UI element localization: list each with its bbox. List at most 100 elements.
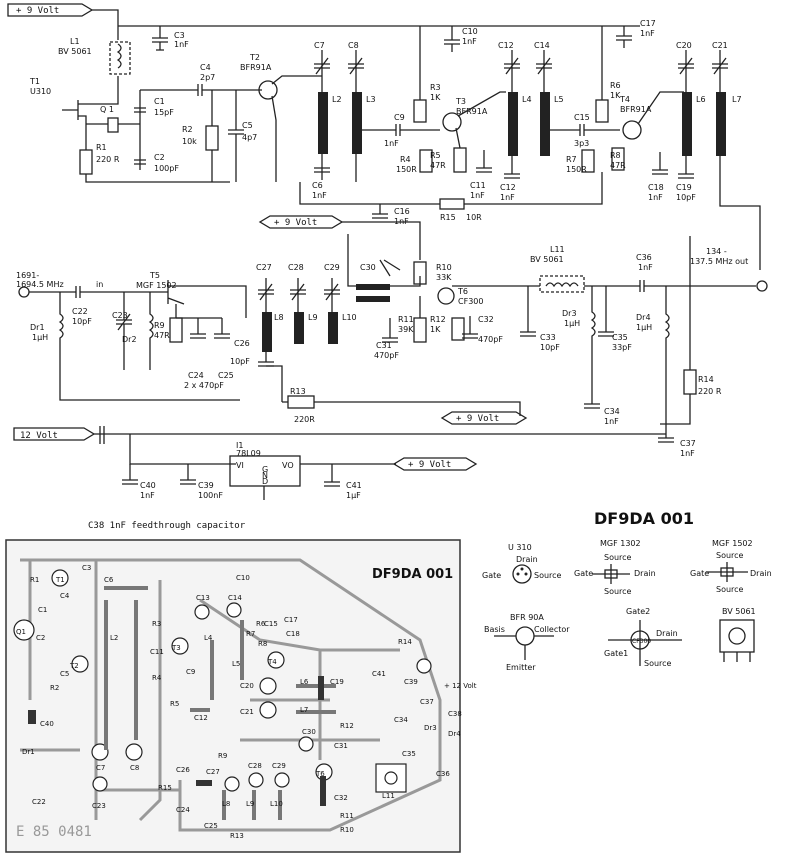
label-labels-in_freq_2: 1694.5 MHz <box>16 280 64 289</box>
label-pcb_labels-28: C15 <box>264 620 278 628</box>
label-components-R5-1: 47R <box>430 161 446 170</box>
label-pcb_labels-9: C6 <box>104 576 114 584</box>
label-pcb_labels-5: C3 <box>82 564 91 572</box>
label-components-R6-0: R6 <box>610 81 621 90</box>
label-pinouts-bfr90a-pins-1: Collector <box>534 625 570 634</box>
label-components-C22-0: C22 <box>72 307 88 316</box>
label-components-R11-0: R11 <box>398 315 414 324</box>
coil-l4 <box>508 92 518 156</box>
label-components-R6-1: 1K <box>610 91 621 100</box>
label-rails-v9_low: + 9 Volt <box>456 414 499 424</box>
label-pcb_labels-59: C29 <box>272 762 286 770</box>
label-components-R4-0: R4 <box>400 155 411 164</box>
label-pcb_labels-12: R4 <box>152 674 162 682</box>
label-components-C6-1: 1nF <box>312 191 327 200</box>
label-components-C39-0: C39 <box>198 481 214 490</box>
label-components-L8-0: L8 <box>274 313 284 322</box>
label-components-R7-0: R7 <box>566 155 577 164</box>
label-components-Dr3-1: 1µH <box>564 319 580 328</box>
label-pcb_labels-31: C20 <box>240 682 254 690</box>
label-pinouts-bv5061-name: BV 5061 <box>722 607 756 616</box>
label-components-T3-1: BFR91A <box>456 107 488 116</box>
cf300-outline <box>630 630 650 650</box>
label-pcb_labels-65: C25 <box>204 822 218 830</box>
label-components-C20-0: C20 <box>676 41 692 50</box>
label-components-C40-0: C40 <box>140 481 156 490</box>
coil-l6 <box>682 92 692 156</box>
output-connector <box>756 280 768 292</box>
label-pcb_labels-60: C24 <box>176 806 190 814</box>
label-rails-v9_out: + 9 Volt <box>408 460 451 470</box>
label-components-C28-0: C28 <box>288 263 304 272</box>
label-components-C34-1: 1nF <box>604 417 619 426</box>
label-components-L10-0: L10 <box>342 313 357 322</box>
middle-stage: 1691- 1694.5 MHz in C22 10pF Dr1 1µH C23… <box>16 234 768 458</box>
label-components-L11-1: BV 5061 <box>530 255 564 264</box>
label-components-C18-1: 1nF <box>648 193 663 202</box>
label-labels-title: DF9DA 001 <box>594 509 694 528</box>
label-components-C35-0: C35 <box>612 333 628 342</box>
label-components-T4-0: T4 <box>619 95 630 104</box>
coil-l8 <box>262 312 272 352</box>
label-components-C26-0: C26 <box>234 339 250 348</box>
top-stage: + 9 Volt C3 1nF L1 BV 5061 T1 U310 Q 1 R… <box>7 3 761 270</box>
coil-l9 <box>294 312 304 344</box>
label-pcb_labels-7: R2 <box>50 684 59 692</box>
label-components-R1-0: R1 <box>96 143 107 152</box>
label-components-L6-0: L6 <box>696 95 706 104</box>
label-components-T4-1: BFR91A <box>620 105 652 114</box>
regulator-i1 <box>229 455 301 487</box>
l1-shield <box>109 41 131 75</box>
label-components-C30-0: C30 <box>360 263 376 272</box>
label-pcb_labels-25: R8 <box>258 640 267 648</box>
label-pcb_labels-51: C36 <box>436 770 450 778</box>
label-components-L4-0: L4 <box>522 95 532 104</box>
label-pinouts-mgf1302-name: MGF 1302 <box>600 539 641 548</box>
label-components-C41-1: 1µF <box>346 491 361 500</box>
label-components-C7-0: C7 <box>314 41 325 50</box>
transistor-t2 <box>258 80 278 100</box>
label-components-T5-1: MGF 1502 <box>136 281 177 290</box>
label-components-C12a-0: C12 <box>500 183 516 192</box>
label-labels-in_freq_1: 1691- <box>16 271 39 280</box>
label-pinouts-bfr90a-pins-2: Emitter <box>506 663 536 672</box>
transistor-t6 <box>437 287 455 305</box>
u310-outline <box>512 564 532 584</box>
label-pcb_labels-34: L7 <box>300 706 308 714</box>
label-components-T6-0: T6 <box>457 287 468 296</box>
label-components-C23-0: C23 <box>112 311 128 320</box>
label-pcb_labels-61: L8 <box>222 800 230 808</box>
crystal-q1 <box>107 117 119 133</box>
label-labels-out_freq_2: 137.5 MHz out <box>690 257 748 266</box>
rail-9v-out-flag <box>392 457 478 471</box>
label-components-C12a-1: 1nF <box>500 193 515 202</box>
label-labels-pcb_title: DF9DA 001 <box>372 567 453 582</box>
label-components-I1_pins-3: N <box>262 471 268 480</box>
label-components-C3-1: 1nF <box>174 40 189 49</box>
label-pcb_labels-58: C28 <box>248 762 262 770</box>
label-pinouts-mgf1502-pins-2: Drain <box>750 569 772 578</box>
label-pinouts-cf300-pins-1: Drain <box>656 629 678 638</box>
label-components-C29-0: C29 <box>324 263 340 272</box>
label-pcb_labels-4: C2 <box>36 634 45 642</box>
label-pcb_labels-54: C32 <box>334 794 348 802</box>
label-pcb_labels-56: C26 <box>176 766 190 774</box>
label-components-C34-0: C34 <box>604 407 620 416</box>
label-pcb_labels-22: C14 <box>228 594 242 602</box>
label-components-C10-1: 1nF <box>462 37 477 46</box>
label-pcb_labels-55: R9 <box>218 752 227 760</box>
label-components-R4-1: 150R <box>396 165 417 174</box>
label-components-C4-1: 2p7 <box>200 73 215 82</box>
label-components-C36-0: C36 <box>636 253 652 262</box>
rail-9v-top-flag <box>7 3 94 17</box>
label-components-L3-0: L3 <box>366 95 376 104</box>
label-components-C6-0: C6 <box>312 181 323 190</box>
label-components-Dr4-1: 1µH <box>636 323 652 332</box>
label-pinouts-u310-pins-2: Source <box>534 571 562 580</box>
transistor-t3 <box>442 112 462 132</box>
label-components-C37-0: C37 <box>680 439 696 448</box>
rail-9v-mid-flag <box>258 215 344 229</box>
label-labels-pcb_mirror: E 85 0481 <box>16 824 92 840</box>
label-components-T6-1: CF300 <box>632 638 651 645</box>
rail-9v-low-flag <box>440 411 528 425</box>
